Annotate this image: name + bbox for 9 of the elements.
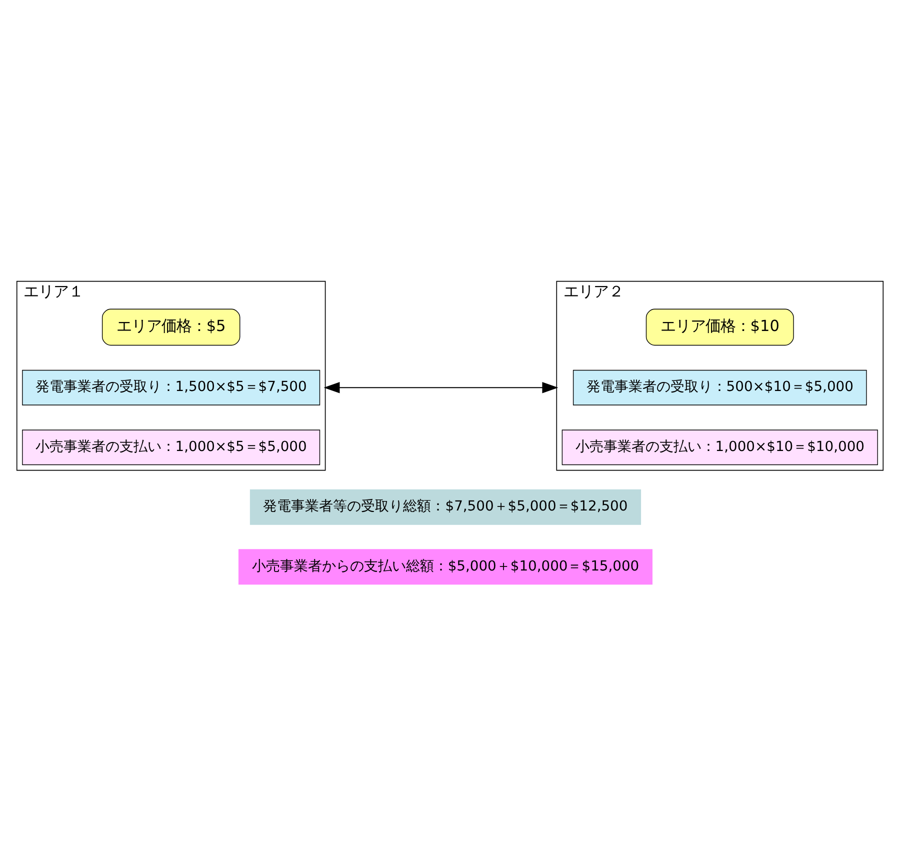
node-label: エリア価格：$10 — [660, 317, 780, 336]
node-box: 小売事業者の支払い：1,000×$10＝$10,000 — [562, 430, 878, 466]
node-box: 小売事業者からの支払い総額：$5,000＋$10,000＝$15,000 — [238, 549, 652, 585]
node-label: エリア価格：$5 — [116, 317, 226, 336]
arrow — [324, 382, 558, 394]
node-box: 発電事業者の受取り：500×$10＝$5,000 — [572, 370, 867, 406]
node-box: 小売事業者の支払い：1,000×$5＝$5,000 — [22, 430, 320, 466]
node-box: 発電事業者の受取り：1,500×$5＝$7,500 — [22, 370, 320, 406]
node-box: 発電事業者等の受取り総額：$7,500＋$5,000＝$12,500 — [250, 489, 642, 525]
